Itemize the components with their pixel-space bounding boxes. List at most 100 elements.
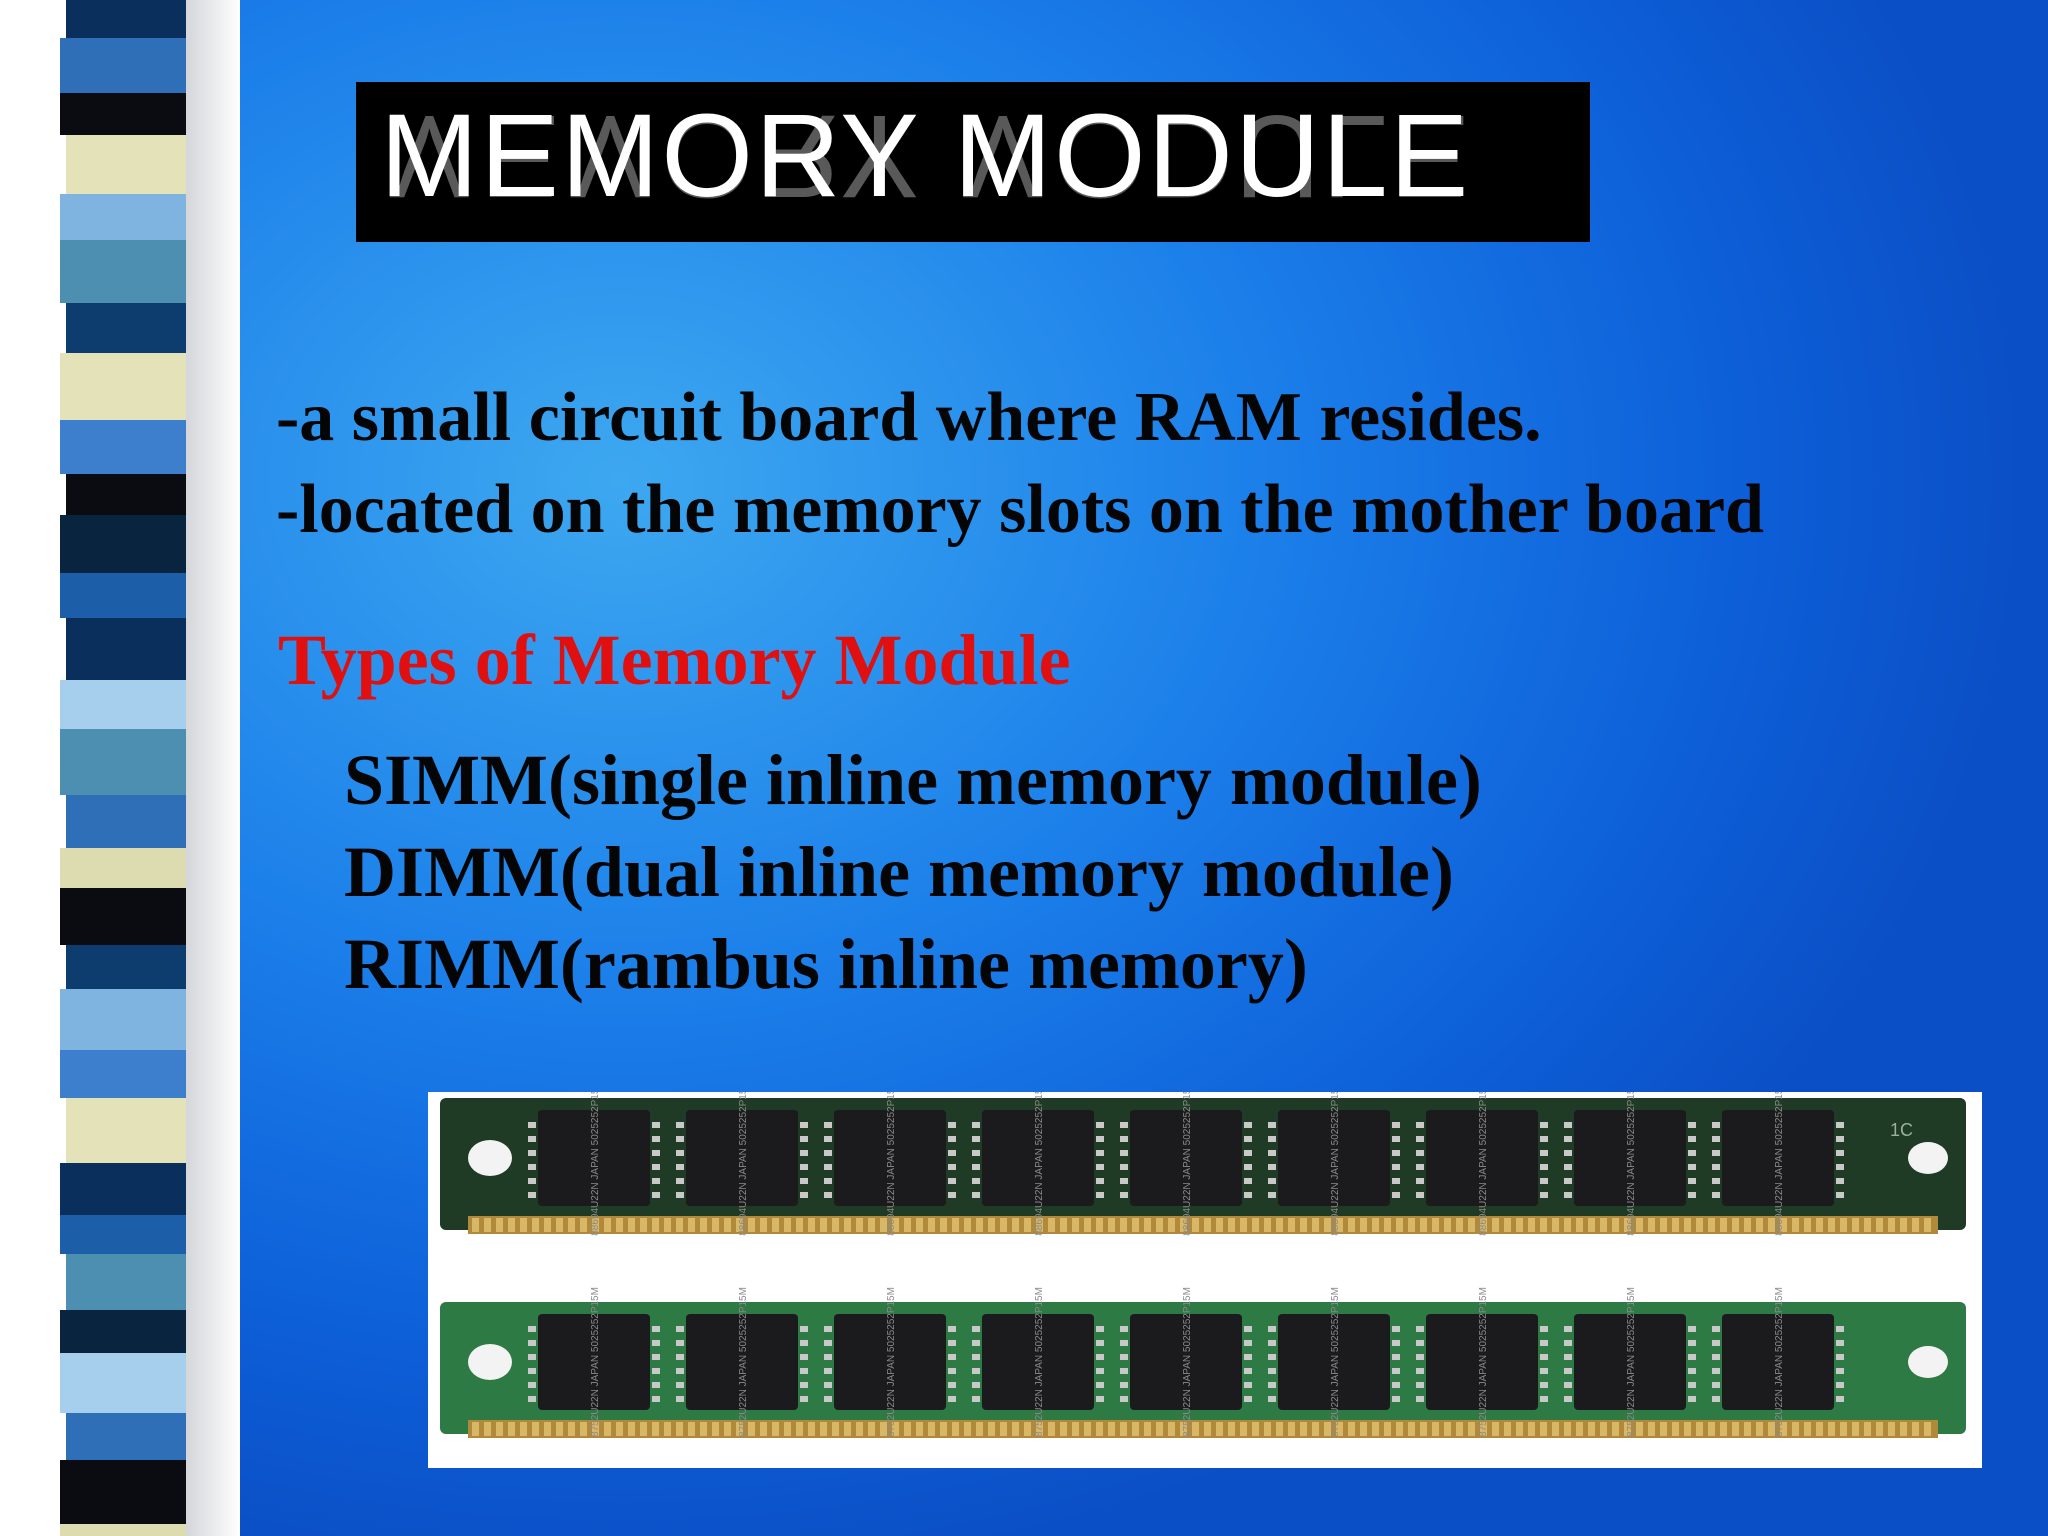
stripe-segment [66, 474, 186, 515]
contact-pin [520, 1422, 527, 1436]
contact-pin [712, 1218, 719, 1232]
chip-pin [948, 1354, 956, 1360]
chip-pin [1712, 1136, 1720, 1142]
contact-pin [1192, 1218, 1199, 1232]
chip-pin [652, 1382, 660, 1388]
chip-pin [676, 1368, 684, 1374]
chip-pin [1392, 1136, 1400, 1142]
contact-pin [1372, 1218, 1379, 1232]
contact-pin [1084, 1218, 1091, 1232]
stripe-segment [66, 618, 186, 680]
chip-marking: 88694U22N JAPAN 5025252P15M [886, 1092, 897, 1236]
chip-pin [1688, 1136, 1696, 1142]
chip-pin [1120, 1368, 1128, 1374]
description-line-2: -located on the memory slots on the moth… [276, 471, 1764, 548]
chip-pin [1120, 1192, 1128, 1198]
contact-pin [1108, 1422, 1115, 1436]
contact-pin [496, 1422, 503, 1436]
memory-module-illustration: 88694U22N JAPAN 5025252P15M 88694U22N JAP… [440, 1080, 1966, 1438]
contact-pin [1348, 1218, 1355, 1232]
contact-pin [1228, 1218, 1235, 1232]
contact-pin [988, 1422, 995, 1436]
contact-pin [1828, 1218, 1835, 1232]
chip-pin [1416, 1150, 1424, 1156]
chip-marking: 8752U22N JAPAN 5025252P15M [1182, 1287, 1193, 1437]
chip-pin [1836, 1340, 1844, 1346]
contact-pin [1240, 1422, 1247, 1436]
contact-pin [1204, 1422, 1211, 1436]
chip-marking: 8752U22N JAPAN 5025252P15M [1774, 1287, 1785, 1437]
chip-pin [1096, 1354, 1104, 1360]
contact-pin [1036, 1422, 1043, 1436]
contact-pin [760, 1218, 767, 1232]
chip-pin [824, 1136, 832, 1142]
contact-pin [700, 1218, 707, 1232]
chip-pin [1836, 1368, 1844, 1374]
chip-pin [528, 1382, 536, 1388]
contact-pin [1300, 1218, 1307, 1232]
contact-pin [1084, 1422, 1091, 1436]
chip-pin [948, 1192, 956, 1198]
chip-pin [1564, 1396, 1572, 1402]
contact-pin [712, 1422, 719, 1436]
contact-pin [844, 1422, 851, 1436]
contact-pin [916, 1422, 923, 1436]
chip-pin [1416, 1326, 1424, 1332]
contact-pin [976, 1422, 983, 1436]
contact-pin [952, 1218, 959, 1232]
contact-pin [1492, 1218, 1499, 1232]
decorative-stripe-bar [60, 0, 186, 1536]
contact-pin [676, 1218, 683, 1232]
chip-pin [1540, 1122, 1548, 1128]
chip-pin [948, 1340, 956, 1346]
contact-pin [892, 1218, 899, 1232]
types-heading: Types of Memory Module [278, 620, 1071, 700]
stripe-segment [66, 1413, 186, 1460]
contact-pin [1012, 1218, 1019, 1232]
chip-pin [1688, 1396, 1696, 1402]
contact-pin [1588, 1422, 1595, 1436]
type-item-simm: SIMM(single inline memory module) [344, 740, 1482, 820]
chip-pin [1836, 1178, 1844, 1184]
contact-pin [940, 1218, 947, 1232]
chip-pin [1392, 1340, 1400, 1346]
contact-pin [1804, 1218, 1811, 1232]
contact-pin [532, 1422, 539, 1436]
contact-pin [1096, 1422, 1103, 1436]
chip-pin [1564, 1136, 1572, 1142]
chip-pin [1244, 1326, 1252, 1332]
chip-pin [1416, 1340, 1424, 1346]
contact-pin [1588, 1218, 1595, 1232]
contact-pin [652, 1422, 659, 1436]
contact-pin [1036, 1218, 1043, 1232]
chip-pin [652, 1368, 660, 1374]
contact-pin [1288, 1218, 1295, 1232]
contact-pin [1360, 1422, 1367, 1436]
stripe-segment [60, 888, 186, 945]
chip-marking: 8752U22N JAPAN 5025252P15M [590, 1287, 601, 1437]
chip-pin [1564, 1326, 1572, 1332]
contact-pin [844, 1218, 851, 1232]
chip-marking: 8752U22N JAPAN 5025252P15M [1330, 1287, 1341, 1437]
stripe-segment [60, 1310, 186, 1353]
memory-chip [538, 1110, 650, 1206]
contact-pin [1576, 1422, 1583, 1436]
contact-pin [1720, 1218, 1727, 1232]
contact-pin [940, 1422, 947, 1436]
mounting-hole [1908, 1142, 1948, 1174]
contact-pin [1384, 1422, 1391, 1436]
chip-pin [1540, 1396, 1548, 1402]
chip-pin [1712, 1368, 1720, 1374]
chip-pin [1096, 1368, 1104, 1374]
contact-pin [508, 1218, 515, 1232]
contact-pin [628, 1422, 635, 1436]
contact-pin [904, 1422, 911, 1436]
chip-pin [972, 1164, 980, 1170]
contact-pin [1540, 1218, 1547, 1232]
contact-pin [1072, 1218, 1079, 1232]
chip-marking: 88694U22N JAPAN 5025252P15M [1774, 1092, 1785, 1236]
contact-pin [1120, 1218, 1127, 1232]
stripe-segment [60, 680, 186, 729]
chip-pin [1244, 1368, 1252, 1374]
